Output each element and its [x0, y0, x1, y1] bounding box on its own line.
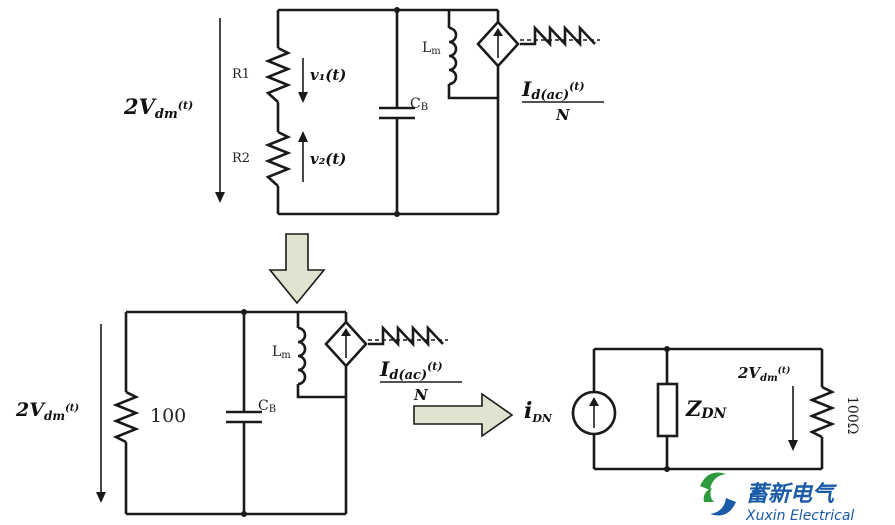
dep-source-top-arrowhead — [493, 28, 503, 36]
lm-mid-label: Lm — [272, 344, 291, 361]
v1-label: v₁(t) — [310, 66, 346, 84]
zdn-label: ZDN — [685, 396, 727, 422]
r1-label: R1 — [232, 67, 250, 82]
vsrc-top-arrow-head — [215, 192, 225, 203]
equiv-v-label: 2Vdm(t) — [737, 364, 790, 384]
top-circuit: R1 R2 v₁(t) v₂(t) 2Vdm(t) CB Lm — [123, 7, 604, 217]
vsrc-top-label: 2Vdm(t) — [123, 94, 193, 122]
mid-resistor-label: 100 — [150, 405, 186, 427]
v2-label: v₂(t) — [310, 150, 346, 168]
equiv-resistor — [808, 385, 836, 439]
transform-down-arrow — [268, 233, 326, 305]
logo-cn-text: 蓄新电气 — [746, 481, 837, 507]
dep-source-mid-arrowhead — [341, 328, 351, 336]
mid-node-dot-2 — [241, 511, 247, 517]
r2-resistor — [264, 130, 292, 187]
sawtooth-top — [520, 24, 596, 48]
equiv-circuit: iDN ZDN 100Ω 2Vdm(t) — [524, 346, 860, 472]
sawtooth-mid — [368, 324, 444, 348]
vsrc-mid-arrow-head — [96, 492, 106, 503]
xuxin-logo: 蓄新电气 Xuxin Electrical — [696, 472, 854, 524]
src-mid-den: N — [413, 386, 429, 404]
logo-leaf2-icon — [703, 488, 714, 502]
zdn-impedance — [656, 382, 679, 438]
src-mid-num: Id(ac)(t) — [379, 357, 443, 383]
v1-arrow-head — [298, 92, 308, 103]
mid-circuit: 100 2Vdm(t) CB Lm Id(ac)(t) N — [15, 309, 462, 517]
v2-arrow-head — [298, 131, 308, 142]
equiv-source-arrowhead — [589, 397, 599, 406]
logo-en-text: Xuxin Electrical — [745, 508, 854, 524]
r1-resistor — [264, 46, 292, 103]
equiv-node-dot-1 — [664, 346, 670, 352]
cb-top-label: CB — [410, 96, 428, 113]
top-node-dot-2 — [394, 211, 400, 217]
equiv-resistor-label: 100Ω — [844, 396, 860, 434]
logo-leaf-icon — [700, 472, 726, 490]
transform-right-arrow — [413, 392, 514, 438]
equiv-v-arrow-head — [788, 440, 798, 451]
cb-mid-label: CB — [258, 398, 276, 415]
logo-mark-bg — [696, 472, 740, 516]
src-top-den: N — [555, 106, 571, 124]
vsrc-mid-label: 2Vdm(t) — [15, 399, 79, 423]
mid-resistor-100 — [112, 390, 140, 444]
equiv-node-dot-2 — [664, 466, 670, 472]
lm-mid-inductor — [297, 326, 307, 386]
r2-label: R2 — [232, 151, 250, 166]
top-node-dot-1 — [394, 7, 400, 13]
logo-swirl-icon — [710, 498, 736, 516]
mid-node-dot-1 — [241, 309, 247, 315]
lm-mid-wire-b — [296, 384, 346, 399]
idn-label: iDN — [524, 398, 553, 425]
lm-top-label: Lm — [422, 40, 441, 57]
lm-top-wire-b — [447, 84, 498, 100]
lm-top-inductor — [448, 26, 458, 86]
src-top-num: Id(ac)(t) — [521, 77, 585, 103]
